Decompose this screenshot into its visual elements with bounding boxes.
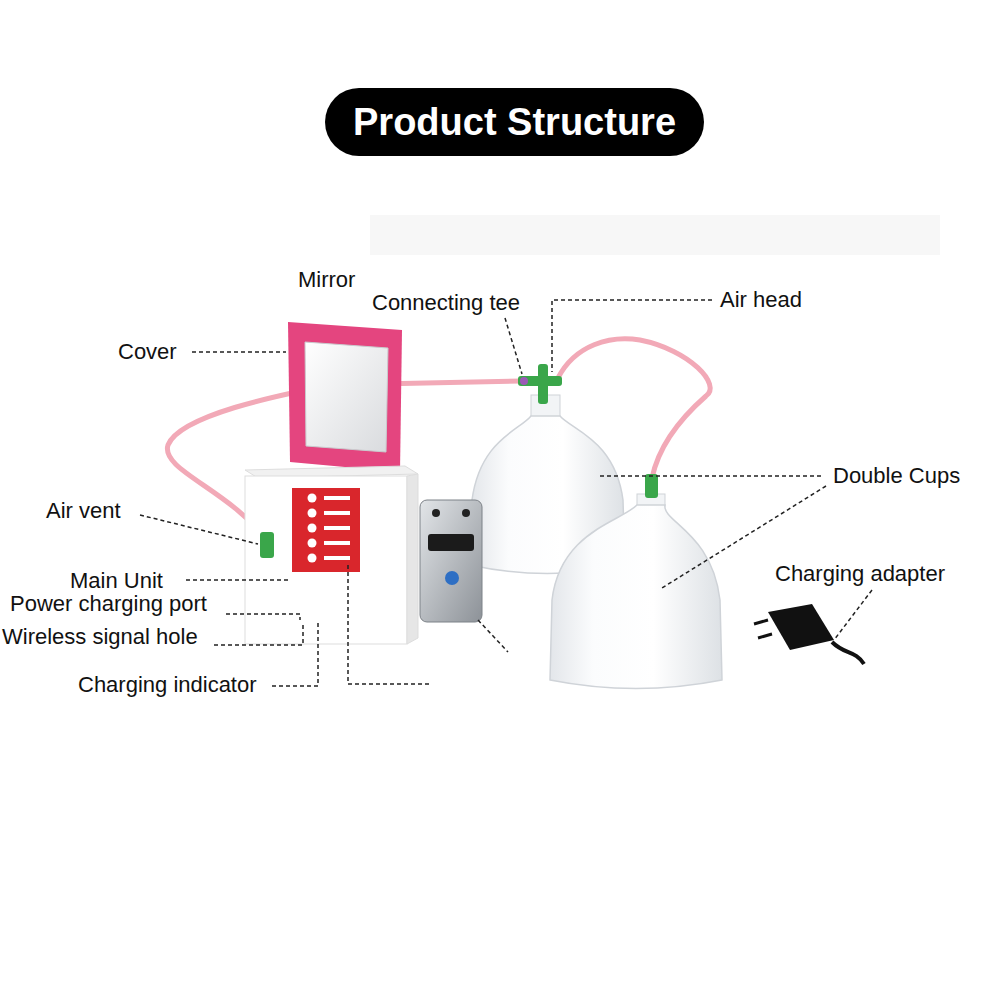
part-label: Charging adapter: [775, 561, 945, 587]
part-label: Wireless signal hole: [2, 624, 198, 650]
adapter-prong: [754, 620, 768, 624]
part-label: Double Cups: [833, 463, 960, 489]
part-label: Power charging port: [10, 591, 207, 617]
air-vent: [260, 532, 274, 558]
remote-button: [432, 509, 440, 517]
part-label: Main Unit: [70, 568, 163, 594]
control-panel: [292, 488, 360, 572]
cup: [550, 505, 722, 689]
title: Product Structure: [353, 101, 676, 144]
part-label: Connecting tee: [372, 290, 520, 316]
part-label: Air head: [720, 287, 802, 313]
title-pill: Product Structure: [325, 88, 704, 156]
tee-joint: [520, 377, 528, 385]
main-unit: [245, 476, 407, 644]
cover: [288, 322, 402, 472]
leader-lines: [140, 300, 872, 686]
adapter-prong: [758, 634, 772, 638]
panel-buttons: [308, 494, 351, 563]
adapter-cable: [832, 642, 864, 664]
part-label: Air vent: [46, 498, 121, 524]
part-label: Mirror: [298, 267, 355, 293]
main-unit-side: [407, 474, 418, 644]
remote-button: [428, 534, 474, 551]
remote-button: [445, 571, 459, 585]
remote-button: [462, 509, 470, 517]
part-label: Charging indicator: [78, 672, 257, 698]
charging-adapter: [768, 604, 834, 650]
part-label: Cover: [118, 339, 177, 365]
background-smear: [370, 215, 940, 255]
connecting-tee: [538, 364, 548, 404]
mirror: [305, 342, 388, 452]
air-head: [645, 474, 658, 498]
remote-control: [420, 500, 482, 622]
